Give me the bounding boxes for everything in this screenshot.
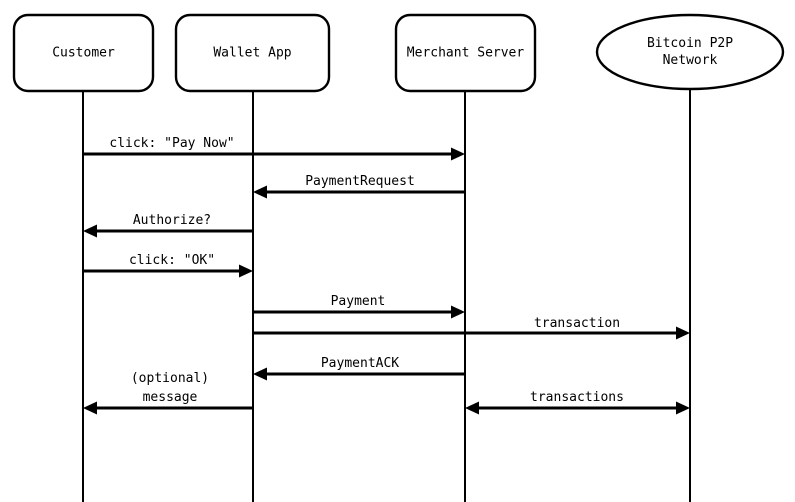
messages-group: click: "Pay Now" PaymentRequestAuthorize?… (83, 136, 690, 415)
arrowhead-icon-m6-end (676, 326, 690, 340)
participant-shape-box-customer (12, 13, 155, 93)
arrowhead-icon-m1-end (451, 147, 465, 161)
arrowhead-icon-m8-end (83, 401, 97, 415)
message-label-m8: (optional) (131, 371, 209, 386)
message-label-m6: transaction (534, 316, 620, 331)
participant-wallet[interactable]: Wallet App (174, 13, 331, 93)
message-label-m8: message (143, 390, 198, 405)
message-label-m9: transactions (530, 390, 624, 405)
participant-shape-ellipse-bitcoin (595, 13, 785, 91)
participants-group: Customer Wallet App Merchant Server Bitcoin… (12, 13, 785, 93)
message-label-m7: PaymentACK (321, 356, 399, 371)
participant-label-customer: Customer (52, 46, 115, 61)
message-m3[interactable]: Authorize? (83, 213, 253, 238)
message-m6[interactable]: transaction (253, 316, 690, 340)
message-m5[interactable]: Payment (253, 294, 465, 319)
participant-shape-box-wallet (174, 13, 331, 93)
arrowhead-icon-m3-end (83, 224, 97, 238)
message-m8[interactable]: (optional) message (83, 371, 253, 415)
participant-bitcoin[interactable]: Bitcoin P2P Network (595, 13, 785, 91)
message-m1[interactable]: click: "Pay Now" (83, 136, 465, 161)
participant-merchant[interactable]: Merchant Server (394, 13, 537, 93)
lifelines-group (82, 89, 691, 502)
arrowhead-icon-m9-start (465, 401, 479, 415)
message-label-m4: click: "OK" (129, 253, 215, 268)
message-label-m2: PaymentRequest (305, 174, 415, 189)
arrowhead-icon-m9-end (676, 401, 690, 415)
message-label-m3: Authorize? (133, 213, 211, 228)
arrowhead-icon-m5-end (451, 305, 465, 319)
participant-shape-box-merchant (394, 13, 537, 93)
participant-customer[interactable]: Customer (12, 13, 155, 93)
message-m4[interactable]: click: "OK" (83, 253, 253, 278)
arrowhead-icon-m4-end (239, 264, 253, 278)
message-m2[interactable]: PaymentRequest (253, 174, 465, 199)
participant-label-bitcoin: Network (663, 53, 718, 68)
participant-label-wallet: Wallet App (213, 46, 291, 61)
message-m9[interactable]: transactions (465, 390, 690, 415)
arrowhead-icon-m2-end (253, 185, 267, 199)
message-label-m5: Payment (331, 294, 386, 309)
participant-label-bitcoin: Bitcoin P2P (647, 36, 733, 51)
participant-label-merchant: Merchant Server (407, 46, 525, 61)
message-label-m1: click: "Pay Now" (109, 136, 234, 151)
arrowhead-icon-m7-end (253, 367, 267, 381)
message-m7[interactable]: PaymentACK (253, 356, 465, 381)
